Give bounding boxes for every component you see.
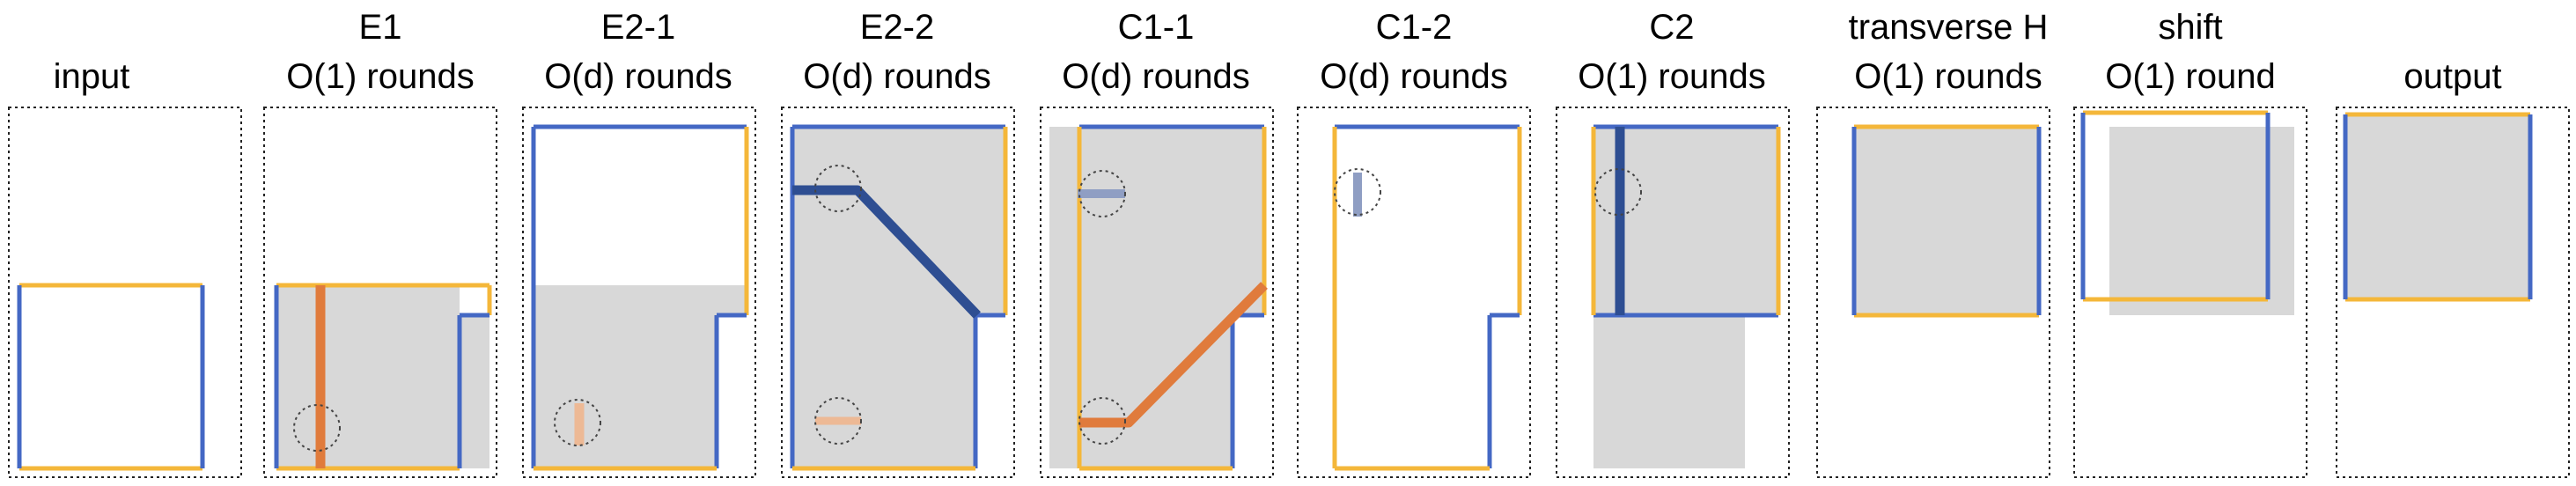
gray-region [2109, 127, 2294, 315]
panel-c1-1 [1040, 107, 1274, 478]
panel-rounds-c1-1: O(d) rounds [1062, 57, 1249, 96]
panel-c2 [1556, 107, 1790, 478]
panel-rounds-e2-1: O(d) rounds [544, 57, 732, 96]
gray-region [534, 285, 747, 468]
panel-frame [781, 107, 1015, 478]
panel-title-c1-2: C1-2 [1376, 8, 1453, 47]
panel-title-shift: shift [2158, 8, 2222, 47]
panel-title-output: output [2403, 57, 2501, 96]
panel-input [8, 107, 242, 478]
logical-operator-line [792, 185, 981, 319]
panel-e2-1 [522, 107, 756, 478]
panel-frame [2336, 107, 2570, 478]
highlight-circle [1594, 168, 1642, 216]
highlight-circle [814, 397, 862, 445]
highlight-circle [814, 165, 862, 212]
gray-region [1049, 127, 1264, 468]
highlight-circle [293, 404, 341, 452]
panel-title-input: input [54, 57, 130, 96]
highlight-circle [1078, 397, 1126, 445]
gray-region [1593, 315, 1745, 468]
highlight-circle [1078, 170, 1126, 217]
highlight-circle [1334, 168, 1381, 216]
highlight-circle [554, 399, 601, 446]
gray-region [276, 285, 489, 468]
panel-c1-2 [1297, 107, 1531, 478]
panel-frame [1040, 107, 1274, 478]
panel-rounds-c1-2: O(d) rounds [1320, 57, 1507, 96]
panel-title-transverse-h: transverse H [1849, 8, 2049, 47]
panel-frame [2073, 107, 2307, 478]
panel-frame [1556, 107, 1790, 478]
panel-frame [263, 107, 497, 478]
logical-operator-line [1079, 282, 1268, 428]
gray-region [2345, 114, 2530, 299]
panel-title-e2-2: E2-2 [860, 8, 935, 47]
panel-frame [1816, 107, 2050, 478]
panel-rounds-transverse-h: O(1) rounds [1854, 57, 2042, 96]
panel-rounds-e1: O(1) rounds [286, 57, 474, 96]
panel-title-c1-1: C1-1 [1118, 8, 1195, 47]
panel-rounds-e2-2: O(d) rounds [803, 57, 990, 96]
panel-output [2336, 107, 2570, 478]
panel-transverse-h [1816, 107, 2050, 478]
panel-e2-2 [781, 107, 1015, 478]
panel-frame [1297, 107, 1531, 478]
panel-e1 [263, 107, 497, 478]
gray-region [792, 127, 1005, 468]
gray-region [1854, 127, 2039, 315]
panel-title-e2-1: E2-1 [601, 8, 676, 47]
panel-frame [522, 107, 756, 478]
panel-rounds-shift: O(1) round [2105, 57, 2275, 96]
panel-frame [8, 107, 242, 478]
panel-title-c2: C2 [1649, 8, 1694, 47]
panel-rounds-c2: O(1) rounds [1578, 57, 1765, 96]
panel-title-e1: E1 [359, 8, 402, 47]
panel-shift [2073, 107, 2307, 478]
